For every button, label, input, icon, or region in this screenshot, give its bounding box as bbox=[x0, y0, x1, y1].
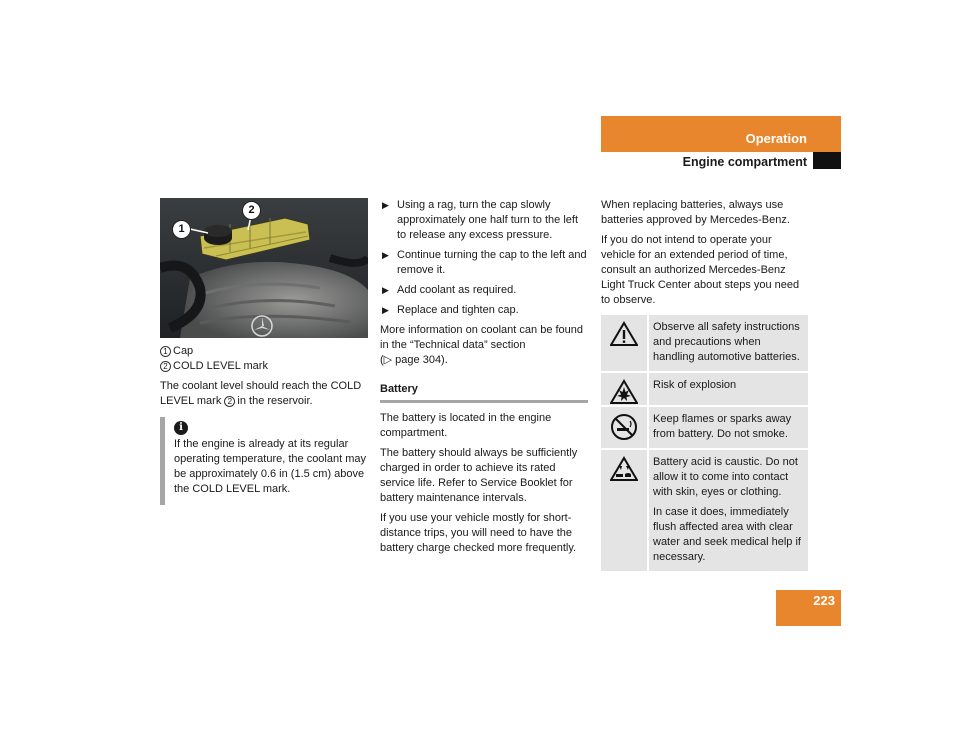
warning-text: Observe all safety instructions and prec… bbox=[647, 315, 808, 371]
battery-heading: Battery bbox=[380, 382, 588, 403]
step-text: Using a rag, turn the cap slowly approxi… bbox=[397, 199, 578, 241]
header-tab-marker bbox=[813, 152, 841, 169]
warning-row: Battery acid is caustic. Do not allow it… bbox=[601, 450, 808, 571]
page-number-box bbox=[776, 590, 841, 626]
step-arrow-icon: ▶ bbox=[382, 285, 389, 295]
step-text: Replace and tighten cap. bbox=[397, 304, 519, 316]
coolant-level-text-b: in the reservoir. bbox=[237, 395, 313, 407]
column-2: ▶ Using a rag, turn the cap slowly appro… bbox=[380, 198, 588, 556]
instruction-step: ▶ Using a rag, turn the cap slowly appro… bbox=[380, 198, 588, 243]
battery-paragraph: The battery should always be sufficientl… bbox=[380, 447, 578, 504]
warning-triangle-icon bbox=[601, 315, 647, 371]
column-3: When replacing batteries, always use bat… bbox=[601, 198, 808, 573]
header-bar bbox=[601, 116, 841, 152]
step-arrow-icon: ▶ bbox=[382, 305, 389, 315]
info-icon: i bbox=[174, 421, 188, 435]
warning-row: Keep flames or sparks away from battery.… bbox=[601, 407, 808, 448]
step-arrow-icon: ▶ bbox=[382, 200, 389, 210]
storage-text: If you do not intend to operate your veh… bbox=[601, 234, 800, 306]
battery-paragraph: If you use your vehicle mostly for short… bbox=[380, 512, 577, 554]
warning-text: In case it does, immediately flush affec… bbox=[653, 506, 801, 563]
info-note: i If the engine is already at its regula… bbox=[160, 417, 368, 505]
coolant-level-text-a: The coolant level should reach the COLD … bbox=[160, 380, 362, 407]
legend-number: 1 bbox=[160, 346, 171, 357]
inline-number: 2 bbox=[224, 396, 236, 407]
warning-row: Risk of explosion bbox=[601, 373, 808, 405]
instruction-step: ▶ Replace and tighten cap. bbox=[380, 303, 588, 318]
no-flames-no-smoking-icon bbox=[601, 407, 647, 448]
legend-text: Cap bbox=[173, 345, 194, 357]
coolant-level-text: The coolant level should reach the COLD … bbox=[160, 379, 368, 409]
engine-photo: 1 2 bbox=[160, 198, 368, 338]
legend-number: 2 bbox=[160, 361, 171, 372]
more-info-body: More information on coolant can be found… bbox=[380, 324, 584, 351]
battery-paragraph: The battery is located in the engine com… bbox=[380, 412, 552, 439]
section-title: Operation bbox=[745, 131, 807, 146]
more-info-text: More information on coolant can be found… bbox=[380, 323, 588, 368]
warning-text-group: Battery acid is caustic. Do not allow it… bbox=[647, 450, 808, 571]
step-text: Add coolant as required. bbox=[397, 284, 517, 296]
page-reference[interactable]: (▷ page 304). bbox=[380, 354, 448, 366]
warning-text: Battery acid is caustic. Do not allow it… bbox=[653, 456, 798, 498]
subsection-title: Engine compartment bbox=[682, 155, 807, 169]
instruction-step: ▶ Continue turning the cap to the left a… bbox=[380, 248, 588, 278]
callout-1: 1 bbox=[172, 220, 191, 239]
warning-text: Keep flames or sparks away from battery.… bbox=[647, 407, 808, 448]
explosion-hazard-icon bbox=[601, 373, 647, 405]
engine-illustration bbox=[160, 198, 368, 338]
info-text: If the engine is already at its regular … bbox=[174, 438, 367, 495]
step-arrow-icon: ▶ bbox=[382, 250, 389, 260]
warning-text: Risk of explosion bbox=[647, 373, 808, 405]
step-text: Continue turning the cap to the left and… bbox=[397, 249, 587, 276]
instruction-step: ▶ Add coolant as required. bbox=[380, 283, 588, 298]
page-number: 223 bbox=[813, 593, 835, 608]
battery-warning-table: Observe all safety instructions and prec… bbox=[601, 315, 808, 571]
legend-text: COLD LEVEL mark bbox=[173, 360, 268, 372]
warning-row: Observe all safety instructions and prec… bbox=[601, 315, 808, 371]
replace-batteries-text: When replacing batteries, always use bat… bbox=[601, 199, 790, 226]
corrosive-hazard-icon bbox=[601, 450, 647, 571]
callout-2: 2 bbox=[242, 201, 261, 220]
